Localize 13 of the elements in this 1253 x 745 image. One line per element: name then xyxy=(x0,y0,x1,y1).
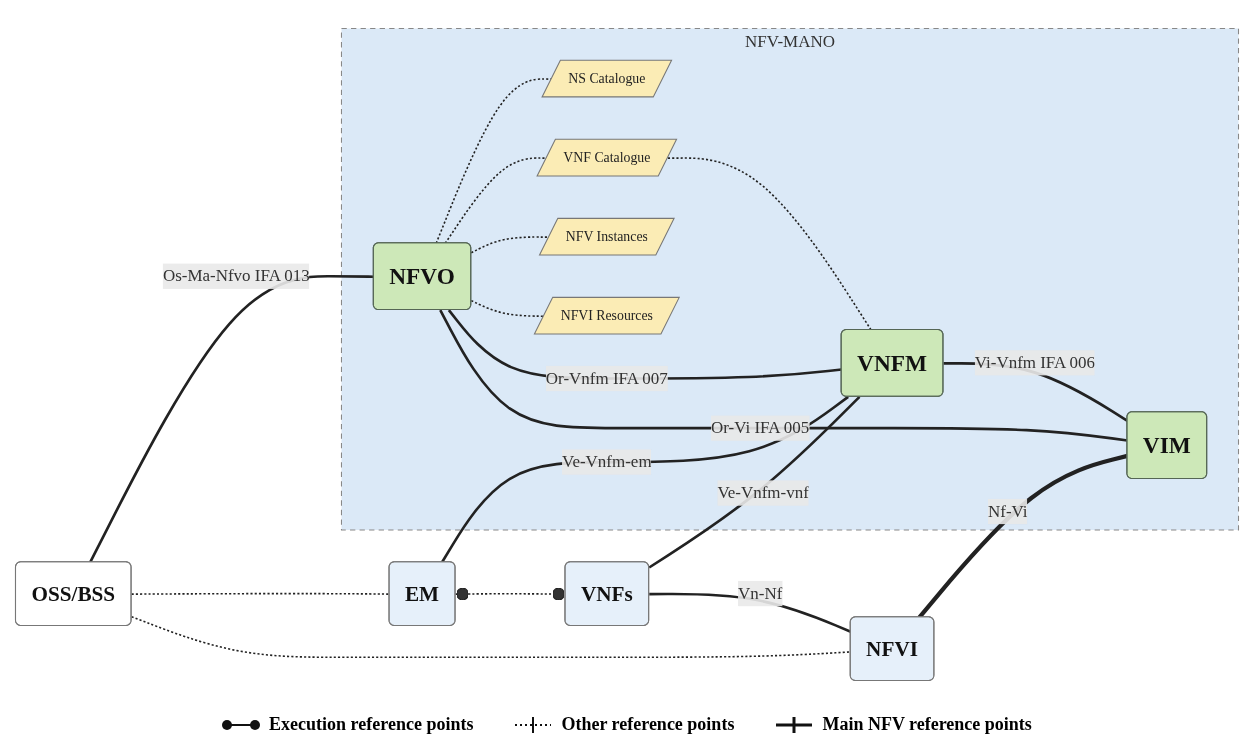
connector xyxy=(440,395,849,563)
edge-label: Nf-Vi xyxy=(987,501,1027,520)
edge-label: Vn-Nf xyxy=(737,583,782,602)
edge-label: Ve-Vnfm-vnf xyxy=(716,483,809,502)
connector xyxy=(666,156,872,331)
edge-label: Ve-Vnfm-em xyxy=(561,452,652,471)
edge-label: Os-Ma-Nfvo IFA 013 xyxy=(162,266,310,285)
edge-label: Or-Vi IFA 005 xyxy=(710,418,809,437)
legend-label: Main NFV reference points xyxy=(822,714,1032,735)
edge-label: Or-Vnfm IFA 007 xyxy=(545,368,668,387)
edge-label: Vi-Vnfm IFA 006 xyxy=(974,352,1095,371)
legend-label: Other reference points xyxy=(561,714,735,735)
legend-label: Execution reference points xyxy=(269,714,474,735)
